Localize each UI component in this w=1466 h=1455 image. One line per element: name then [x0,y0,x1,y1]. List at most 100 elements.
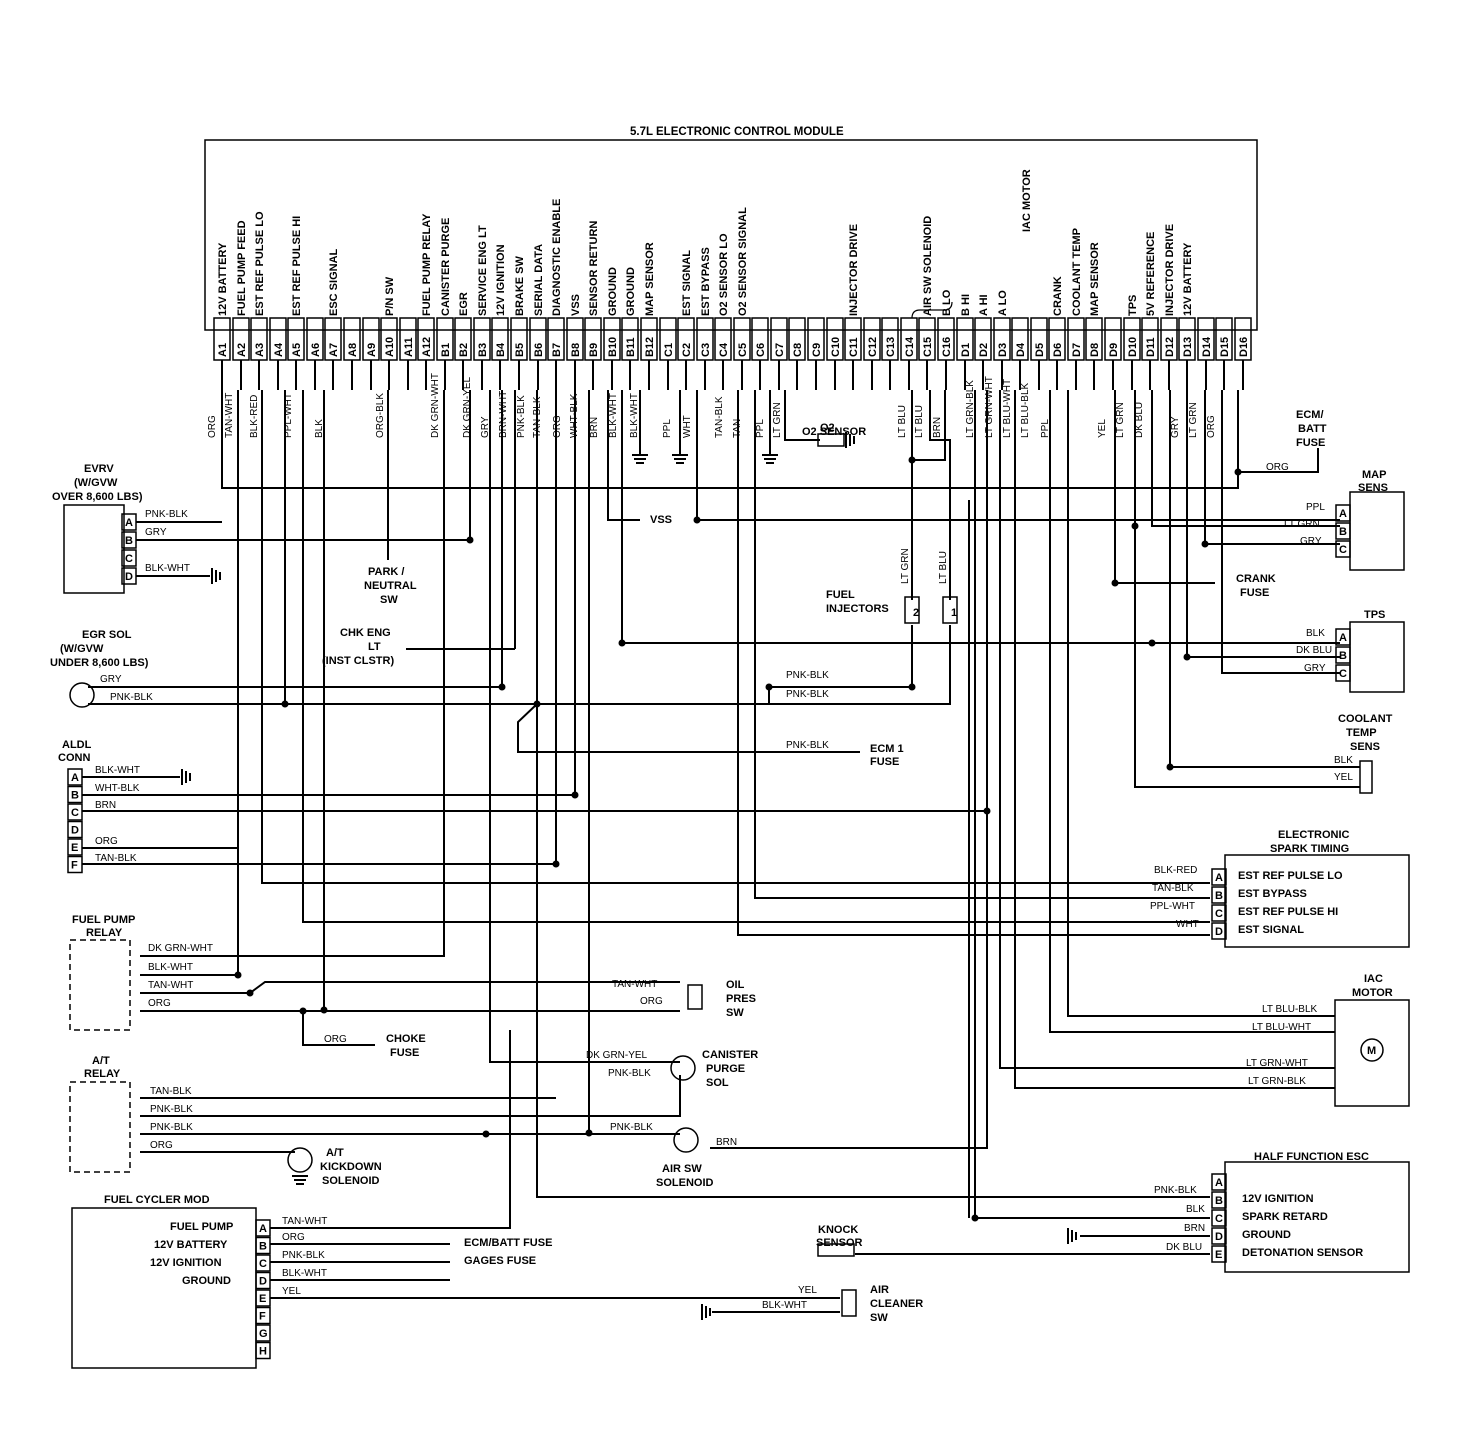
junction-dot [498,683,506,691]
component-label: 12V BATTERY [154,1239,228,1251]
fuel-pump-relay-box [69,939,131,1031]
component-label: SENS [1350,741,1380,753]
wire-color-label: YEL [1097,419,1108,438]
ecm-function-label: TPS [1127,295,1139,316]
connector-pin-box [1211,886,1227,904]
component-label: PNK-BLK [786,689,829,700]
component-label: PNK-BLK [145,509,188,520]
wire-color-label: DK GRN-YEL [462,376,473,438]
component-label: BLK-WHT [148,962,193,973]
evrv-title: EVRV [84,463,114,475]
ecm-pin-label: C10 [830,337,842,357]
wire-color-label: DK GRN-WHT [430,373,441,438]
connector-pin-letter: B [1339,526,1347,538]
coolant-title: COOLANT [1338,713,1393,725]
esc-box [1224,1161,1410,1273]
injector-brace [911,301,953,319]
ecm-pin-label: B4 [495,342,507,357]
component-label: BRN [1184,1223,1205,1234]
junction-dot [299,1007,307,1015]
ecm-pin-label: B9 [588,343,600,357]
oil-pres-label: OIL [726,979,745,991]
connector-pin-box [1211,1173,1227,1191]
air-sw-sol-label: AIR SW [662,1163,702,1175]
connector-pin-box [1211,868,1227,886]
coolant-symbol [1359,760,1373,794]
connector-pin-letter: A [71,772,79,784]
wire-color-label: LT BLU [914,405,925,438]
junction-dot [983,807,991,815]
component-label: (W/GVW [60,643,104,655]
injector-2-symbol [904,596,920,624]
ecm-pin-label: A9 [366,343,378,357]
wire-color-label: LT GRN-BLK [965,380,976,438]
ecm-function-label: O2 SENSOR LO [718,233,730,316]
component-label: PNK-BLK [608,1068,651,1079]
injector-1-symbol [942,596,958,624]
injector-wire-label: LT GRN [900,548,911,584]
wire-color-label: GRY [1170,416,1181,438]
esc-row-label: SPARK RETARD [1242,1211,1328,1223]
component-label: LT BLU-BLK [1262,1004,1318,1015]
component-label: PNK-BLK [110,692,153,703]
connector-pin-letter: B [125,535,133,547]
component-label: YEL [798,1285,817,1296]
junction-dot [466,536,474,544]
junction-dot [765,683,773,691]
wire-color-label: ORG-BLK [375,393,386,438]
junction-dot [320,1006,328,1014]
connector-pin-box [67,838,83,856]
junction-dot [482,1130,490,1138]
est-row-label: EST REF PULSE LO [1238,870,1343,882]
ecm-pin-label: D2 [978,343,990,357]
connector-pin-letter: E [71,842,78,854]
component-label: ORG [1266,462,1289,473]
connector-pin-letter: F [71,860,78,872]
ecm-function-label: P/N SW [384,276,396,316]
component-label: GRY [1304,663,1326,674]
connector-pin-letter: A [1215,1177,1223,1189]
ecm-pin-label: D3 [997,343,1009,357]
ecm-pin-label: A8 [347,343,359,357]
component-label: RELAY [86,927,123,939]
ecm-pin-label: B3 [477,343,489,357]
component-label: DK BLU [1166,1242,1202,1253]
junction-dot [246,989,254,997]
component-label: ORG [95,836,118,847]
connector-pin-box [67,785,83,804]
vss-label: VSS [650,514,672,526]
junction-dot [693,516,701,524]
wire-harness [82,390,1360,1313]
component-label: TAN-BLK [1152,883,1194,894]
connector-pin-letter: D [71,825,79,837]
component-label: BATT [1298,423,1327,435]
component-label: PNK-BLK [1154,1185,1197,1196]
connector-pin-letter: A [1339,632,1347,644]
injector-wire-label: LT BLU [938,551,949,584]
connector-pin-letter: D [259,1276,267,1288]
ground-symbols [181,432,1077,1320]
ecm-batt-fuse-label: ECM/BATT FUSE [464,1237,552,1249]
ecm-function-label: EST SIGNAL [681,250,693,316]
esc-row-label: 12V IGNITION [1242,1193,1314,1205]
ecm-batt-fuse2-label: ECM/ [1296,409,1324,421]
esc-title: HALF FUNCTION ESC [1254,1151,1369,1163]
wire-color-label: BRN-WHT [498,391,509,438]
ecm-pin-label: C4 [718,342,730,357]
component-label: LT [368,641,381,653]
ecm-pin-label: B1 [440,343,452,357]
connector-pin-letter: B [1215,890,1223,902]
component-label: PRES [726,993,756,1005]
ecm-function-label: B LO [941,289,953,316]
connector-pin-box [1211,922,1227,940]
wire-color-label: LT GRN [772,402,783,438]
knock-sensor-symbol [817,1243,855,1257]
connector-pin-letter: C [1215,1213,1223,1225]
o2-sensor-label: O2 [820,422,835,434]
component-label: PPL-WHT [1150,901,1195,912]
connector-pin-letter: B [1215,1195,1223,1207]
wire-color-label: LT BLU [897,405,908,438]
ecm-pin-label: D13 [1182,337,1194,357]
wire-color-label: PPL [755,419,766,438]
